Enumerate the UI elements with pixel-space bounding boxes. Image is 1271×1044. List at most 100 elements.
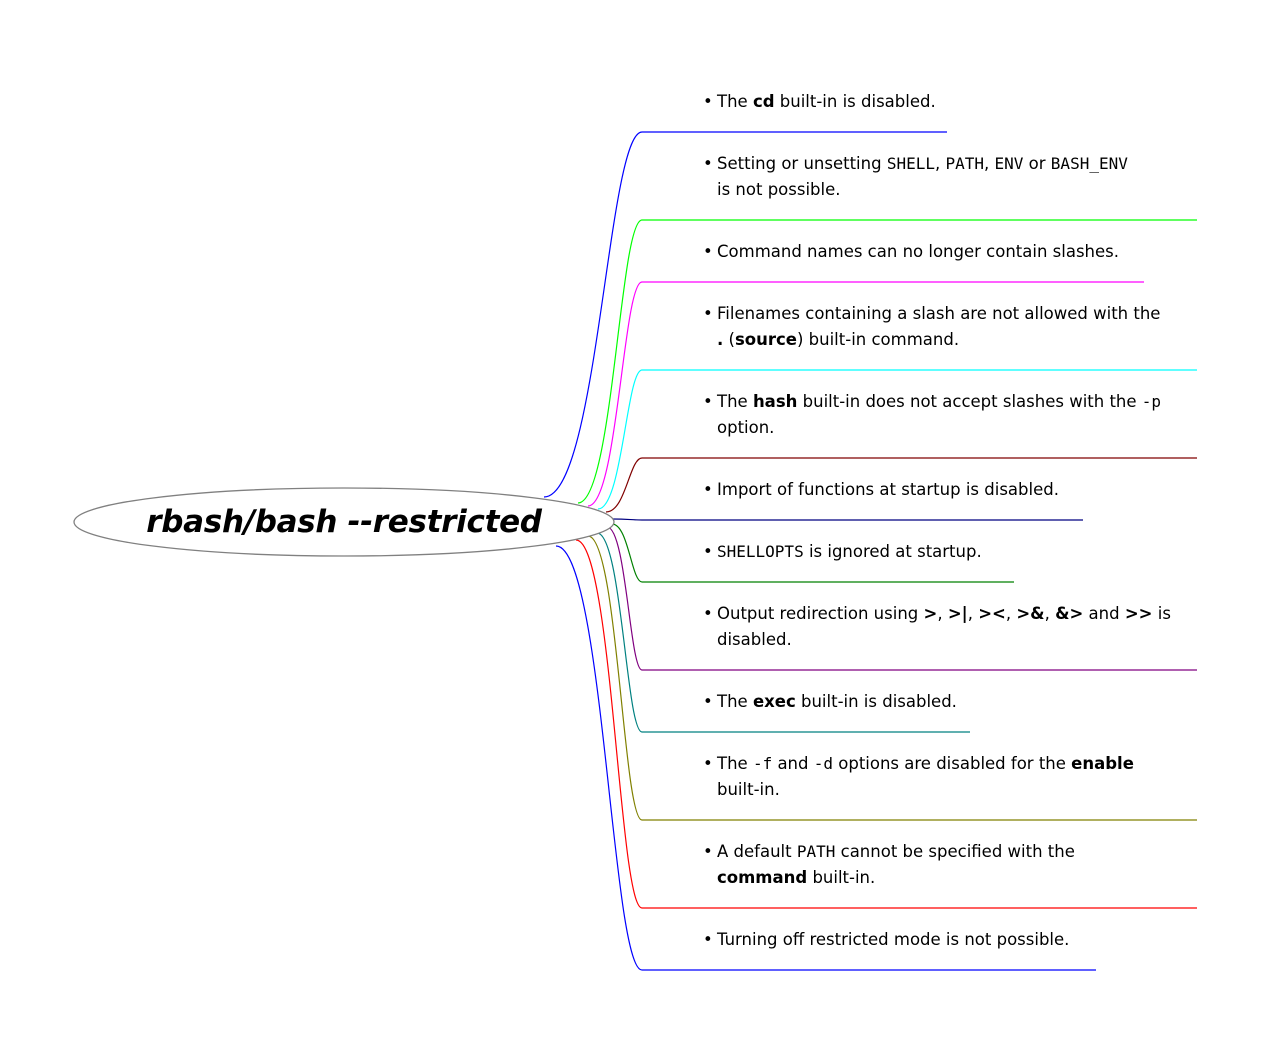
branch-line: The hash built-in does not accept slashe… xyxy=(703,389,1161,415)
branch-item[interactable]: •The hash built-in does not accept slash… xyxy=(703,389,1161,441)
branch-connector xyxy=(587,535,1197,821)
code-text: -f xyxy=(752,754,773,773)
branch-line: Setting or unsetting SHELL, PATH, ENV or… xyxy=(703,151,1128,177)
text: is xyxy=(1152,604,1171,623)
bold-text: . xyxy=(717,330,724,349)
branch-line: A default PATH cannot be specified with … xyxy=(703,839,1075,865)
branch-line: Turning off restricted mode is not possi… xyxy=(703,927,1069,953)
bold-text: >< xyxy=(978,604,1006,623)
text: Output redirection using xyxy=(717,604,924,623)
text: The xyxy=(717,92,753,111)
branch-connector xyxy=(555,545,1096,971)
text: cannot be specified with the xyxy=(835,842,1075,861)
bullet-icon: • xyxy=(703,930,713,949)
branch-connector xyxy=(543,131,947,498)
root-node[interactable] xyxy=(73,487,615,557)
text: Command names can no longer contain slas… xyxy=(717,242,1119,261)
bullet-icon: • xyxy=(703,842,713,861)
text: and xyxy=(1083,604,1125,623)
branch-connector xyxy=(577,219,1197,504)
text: options are disabled for the xyxy=(833,754,1072,773)
branch-item[interactable]: •The cd built-in is disabled. xyxy=(703,89,936,115)
text: built-in. xyxy=(717,780,780,799)
branch-connector xyxy=(606,526,1197,671)
branch-connector xyxy=(575,539,1197,909)
text: is ignored at startup. xyxy=(803,542,982,561)
text: option. xyxy=(717,418,775,437)
bold-text: >| xyxy=(947,604,968,623)
code-text: BASH_ENV xyxy=(1050,154,1128,173)
branch-line: The -f and -d options are disabled for t… xyxy=(703,751,1134,777)
branch-item[interactable]: •Output redirection using >, >|, ><, >&,… xyxy=(703,601,1171,653)
branch-line: Import of functions at startup is disabl… xyxy=(703,477,1059,503)
branch-item[interactable]: •The exec built-in is disabled. xyxy=(703,689,957,715)
code-text: ENV xyxy=(994,154,1024,173)
branch-item[interactable]: •Command names can no longer contain sla… xyxy=(703,239,1119,265)
bullet-icon: • xyxy=(703,92,713,111)
bold-text: >> xyxy=(1124,604,1153,623)
branch-connector xyxy=(597,369,1197,510)
text: built-in is disabled. xyxy=(795,692,957,711)
code-text: SHELL xyxy=(886,154,935,173)
bullet-icon: • xyxy=(703,604,713,623)
bullet-icon: • xyxy=(703,154,713,173)
code-text: PATH xyxy=(796,842,836,861)
text: ) built-in command. xyxy=(796,330,960,349)
bold-text: >& xyxy=(1016,604,1045,623)
text: built-in is disabled. xyxy=(774,92,936,111)
bullet-icon: • xyxy=(703,480,713,499)
branch-connector xyxy=(587,281,1144,507)
bold-text: source xyxy=(734,330,797,349)
bullet-icon: • xyxy=(703,242,713,261)
bullet-icon: • xyxy=(703,304,713,323)
branch-item[interactable]: •A default PATH cannot be specified with… xyxy=(703,839,1075,891)
bold-text: exec xyxy=(752,692,796,711)
text: disabled. xyxy=(717,630,792,649)
bold-text: command xyxy=(717,868,808,887)
branch-connector xyxy=(611,523,1014,583)
branch-line: The cd built-in is disabled. xyxy=(703,89,936,115)
text: , xyxy=(984,154,995,173)
branch-item[interactable]: •The -f and -d options are disabled for … xyxy=(703,751,1134,803)
bullet-icon: • xyxy=(703,754,713,773)
code-text: PATH xyxy=(945,154,985,173)
bold-text: cd xyxy=(752,92,775,111)
text: Import of functions at startup is disabl… xyxy=(717,480,1059,499)
branch-line: Output redirection using >, >|, ><, >&, … xyxy=(703,601,1171,627)
text: Setting or unsetting xyxy=(717,154,887,173)
text: , xyxy=(1044,604,1056,623)
branch-line: built-in. xyxy=(703,777,1134,803)
branch-line: disabled. xyxy=(703,627,1171,653)
text: , xyxy=(934,154,946,173)
code-text: -p xyxy=(1141,392,1162,411)
branch-line: is not possible. xyxy=(703,177,1128,203)
branch-line: option. xyxy=(703,415,1161,441)
branch-line: SHELLOPTS is ignored at startup. xyxy=(703,539,982,565)
bold-text: > xyxy=(923,604,938,623)
text: Filenames containing a slash are not all… xyxy=(717,304,1161,323)
text: built-in does not accept slashes with th… xyxy=(797,392,1142,411)
text: Turning off restricted mode is not possi… xyxy=(717,930,1070,949)
branch-connector xyxy=(605,457,1197,513)
branch-line: The exec built-in is disabled. xyxy=(703,689,957,715)
branch-item[interactable]: •Setting or unsetting SHELL, PATH, ENV o… xyxy=(703,151,1128,203)
branch-item[interactable]: •SHELLOPTS is ignored at startup. xyxy=(703,539,982,565)
branch-line: Filenames containing a slash are not all… xyxy=(703,301,1160,327)
bold-text: enable xyxy=(1071,754,1134,773)
text: built-in. xyxy=(807,868,876,887)
branch-connector xyxy=(596,532,970,733)
branch-connector xyxy=(611,518,1083,521)
branch-line: Command names can no longer contain slas… xyxy=(703,239,1119,265)
code-text: -d xyxy=(813,754,834,773)
branch-item[interactable]: •Import of functions at startup is disab… xyxy=(703,477,1059,503)
branch-item[interactable]: •Filenames containing a slash are not al… xyxy=(703,301,1160,353)
bold-text: hash xyxy=(752,392,798,411)
branch-item[interactable]: •Turning off restricted mode is not poss… xyxy=(703,927,1069,953)
text: , xyxy=(937,604,948,623)
bullet-icon: • xyxy=(703,542,713,561)
branch-line: command built-in. xyxy=(703,865,1075,891)
text: A default xyxy=(717,842,797,861)
branch-line: . (source) built-in command. xyxy=(703,327,1160,353)
branch-connectors xyxy=(543,131,1197,971)
